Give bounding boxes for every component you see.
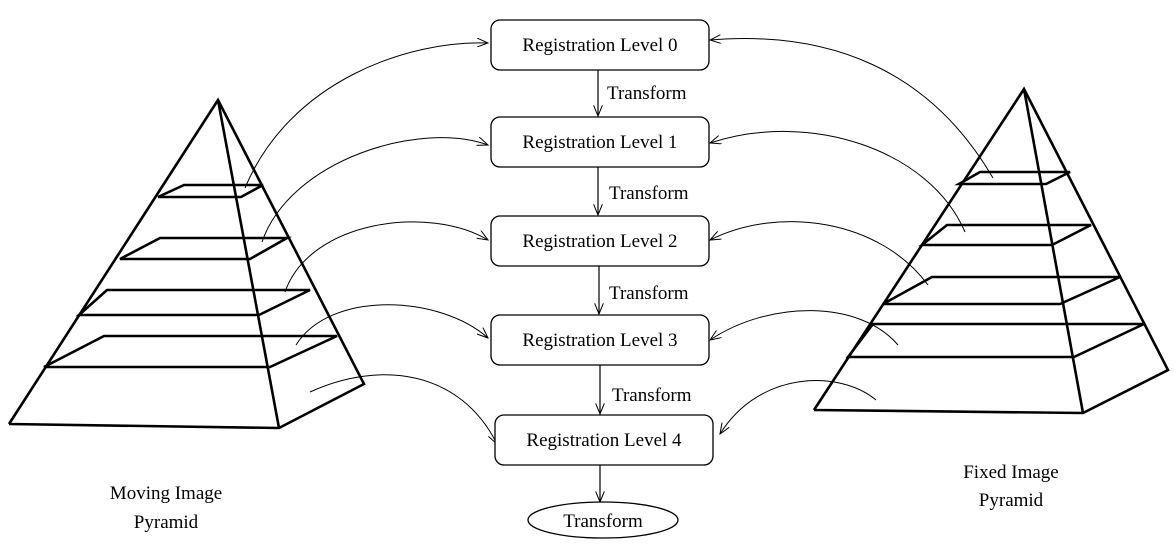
registration-level-2-label: Registration Level 2 xyxy=(522,231,677,252)
registration-level-1-label: Registration Level 1 xyxy=(522,132,677,153)
registration-level-4-label: Registration Level 4 xyxy=(526,430,682,451)
fixed-to-level0-arrow xyxy=(710,39,994,179)
moving-to-level3-arrow xyxy=(295,304,488,346)
final-transform-label: Transform xyxy=(563,511,643,532)
fixed-to-level2-arrow xyxy=(710,221,929,286)
fixed-image-pyramid xyxy=(812,86,1170,415)
registration-level-4: Registration Level 4 xyxy=(494,414,714,466)
moving-pyramid-caption-line2: Pyramid xyxy=(134,512,199,533)
moving-to-level2-arrow xyxy=(284,221,488,293)
moving-pyramid-slice-3 xyxy=(75,288,311,317)
fixed-to-level4-arrow xyxy=(720,380,877,434)
transform-step-1-2: Transform xyxy=(598,167,689,215)
fixed-pyramid-slice-2 xyxy=(918,223,1092,247)
registration-level-0: Registration Level 0 xyxy=(490,19,710,71)
moving-pyramid-caption: Moving Image Pyramid xyxy=(110,483,222,533)
fixed-pyramid-frame xyxy=(812,86,1170,415)
registration-level-3: Registration Level 3 xyxy=(490,314,710,366)
moving-to-level1-arrow xyxy=(261,138,488,243)
transform-step-0-1: Transform xyxy=(598,70,687,116)
fixed-pyramid-caption-line1: Fixed Image xyxy=(963,462,1059,483)
registration-level-1: Registration Level 1 xyxy=(490,116,710,168)
registration-level-3-label: Registration Level 3 xyxy=(522,330,677,351)
moving-pyramid-connectors xyxy=(244,43,497,444)
transform-label-0: Transform xyxy=(607,83,687,104)
fixed-pyramid-slice-4 xyxy=(845,322,1145,359)
moving-pyramid-slice-4 xyxy=(43,334,338,369)
fixed-pyramid-slice-3 xyxy=(882,275,1121,306)
transform-label-1: Transform xyxy=(609,183,689,204)
fixed-pyramid-caption-line2: Pyramid xyxy=(979,490,1044,511)
transform-step-2-3: Transform xyxy=(599,266,689,314)
registration-level-0-label: Registration Level 0 xyxy=(522,35,677,56)
moving-image-pyramid xyxy=(7,97,366,430)
moving-pyramid-frame xyxy=(7,97,366,430)
transform-label-3: Transform xyxy=(612,385,692,406)
final-transform-output: Transform xyxy=(527,501,679,539)
fixed-pyramid-slice-1 xyxy=(954,170,1071,186)
transform-label-2: Transform xyxy=(609,283,689,304)
fixed-to-level1-arrow xyxy=(710,130,966,233)
moving-pyramid-caption-line1: Moving Image xyxy=(110,483,222,504)
moving-to-level4-arrow xyxy=(309,374,497,444)
transform-step-3-4: Transform xyxy=(600,365,692,414)
fixed-pyramid-caption: Fixed Image Pyramid xyxy=(963,462,1059,511)
registration-level-2: Registration Level 2 xyxy=(490,215,710,267)
moving-pyramid-slice-1 xyxy=(157,183,264,199)
fixed-to-level3-arrow xyxy=(710,310,899,346)
moving-to-level0-arrow xyxy=(244,43,488,189)
fixed-pyramid-connectors xyxy=(710,39,994,434)
moving-pyramid-slice-2 xyxy=(119,236,292,261)
